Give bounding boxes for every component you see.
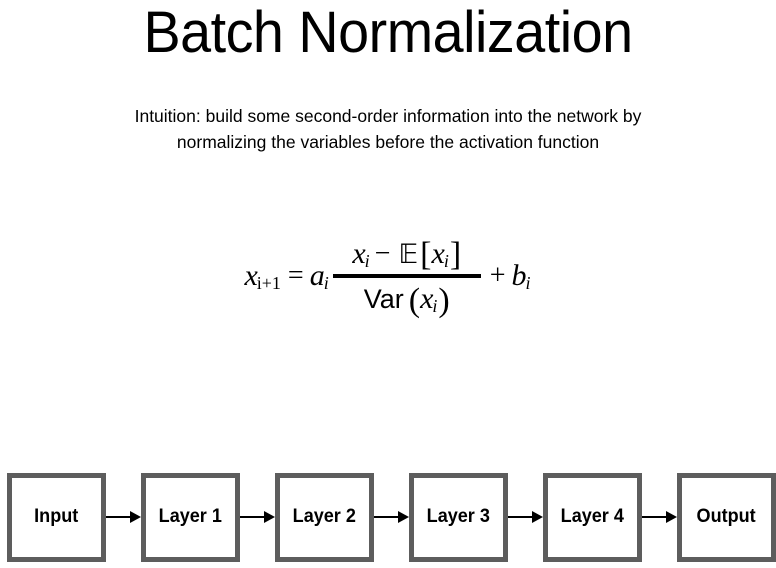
arrow-head — [532, 511, 543, 523]
expectation-argument: x — [431, 237, 445, 270]
pipeline-node-label: Layer 4 — [560, 506, 625, 527]
pipeline-node-output: Output — [677, 472, 776, 562]
equation-lhs-subscript: i+1 — [256, 272, 281, 293]
page-title: Batch Normalization — [143, 0, 633, 65]
arrow-shaft — [240, 516, 267, 518]
pipeline-node-label: Input — [34, 506, 79, 527]
equation-lhs-variable: x — [244, 258, 258, 292]
arrow-shaft — [106, 516, 133, 518]
scale-coefficient-subscript: i — [323, 272, 329, 293]
pipeline-arrow-icon — [240, 511, 275, 523]
numerator-variable-subscript: i — [364, 251, 370, 271]
pipeline-node-layer-1: Layer 1 — [141, 472, 240, 562]
pipeline-arrow-icon — [106, 511, 141, 523]
numerator-variable: x — [352, 237, 366, 270]
paren-close: ) — [438, 282, 450, 319]
fraction-bar — [332, 274, 481, 278]
slide-subtitle: Intuition: build some second-order infor… — [134, 106, 642, 152]
network-pipeline-diagram: Input Layer 1 Layer 2 Layer 3 Layer 4 Ou… — [7, 471, 776, 563]
scale-coefficient: a — [309, 258, 325, 292]
bracket-close: ] — [449, 236, 462, 273]
arrow-shaft — [374, 516, 401, 518]
arrow-shaft — [508, 516, 535, 518]
variance-operator: Var — [363, 283, 404, 314]
arrow-head — [130, 511, 141, 523]
pipeline-node-label: Layer 2 — [292, 506, 357, 527]
pipeline-arrow-icon — [642, 511, 677, 523]
pipeline-node-layer-3: Layer 3 — [409, 472, 508, 562]
arrow-head — [666, 511, 677, 523]
pipeline-arrow-icon — [374, 511, 409, 523]
bracket-open: [ — [420, 236, 432, 273]
expectation-operator-icon: 𝔼 — [398, 238, 419, 270]
bias-variable-subscript: i — [525, 272, 531, 293]
arrow-shaft — [642, 516, 669, 518]
arrow-head — [264, 511, 275, 523]
pipeline-node-layer-4: Layer 4 — [543, 472, 642, 562]
pipeline-node-label: Layer 1 — [158, 506, 223, 527]
pipeline-node-layer-2: Layer 2 — [275, 472, 374, 562]
variance-argument: x — [420, 282, 434, 315]
variance-argument-subscript: i — [432, 296, 438, 316]
pipeline-node-label: Layer 3 — [426, 506, 491, 527]
arrow-head — [398, 511, 409, 523]
minus-sign: − — [374, 238, 391, 269]
expectation-argument-subscript: i — [443, 251, 449, 271]
pipeline-arrow-icon — [508, 511, 543, 523]
equals-sign: = — [287, 259, 304, 291]
bias-variable: b — [511, 258, 527, 292]
paren-open: ( — [408, 282, 421, 319]
pipeline-node-label: Output — [696, 506, 757, 527]
plus-sign: + — [489, 259, 506, 291]
pipeline-node-input: Input — [7, 472, 106, 562]
